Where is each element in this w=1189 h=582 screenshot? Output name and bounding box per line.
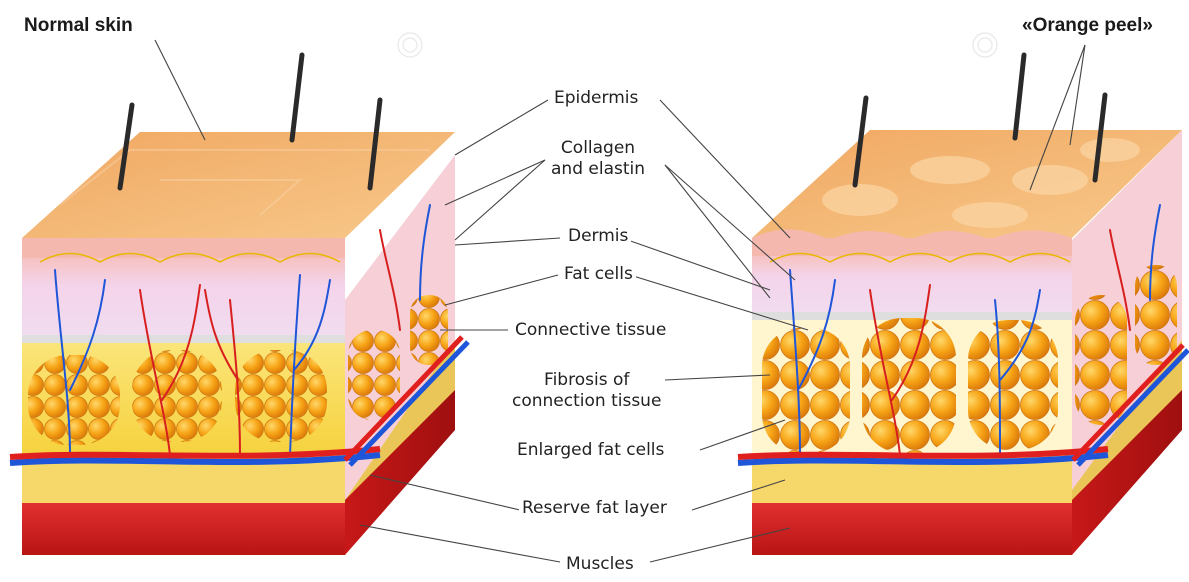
normal-skin-block [10,55,468,555]
label-muscles: Muscles [563,554,637,575]
normal-epidermis [22,238,345,260]
label-dermis: Dermis [565,226,631,247]
label-collagen-line2: and elastin [551,159,645,180]
watermark [398,33,997,57]
label-fibrosis: Fibrosis of connection tissue [509,370,664,412]
label-reserve-fat-layer: Reserve fat layer [519,498,670,519]
label-collagen-elastin: Collagen and elastin [548,138,648,180]
label-epidermis: Epidermis [551,88,641,109]
label-fat-cells: Fat cells [561,264,636,285]
label-connective-tissue: Connective tissue [512,320,669,341]
cellulite-dermis [752,256,1072,316]
label-collagen-line1: Collagen [551,138,645,159]
label-enlarged-fat-cells: Enlarged fat cells [514,440,667,461]
label-fibrosis-line1: Fibrosis of [512,370,661,391]
cellulite-muscle [752,503,1072,555]
title-normal-skin: Normal skin [24,15,133,37]
label-fibrosis-line2: connection tissue [512,391,661,412]
normal-muscle [22,503,345,555]
title-orange-peel: «Orange peel» [1022,15,1153,37]
orange-peel-block [738,55,1188,555]
